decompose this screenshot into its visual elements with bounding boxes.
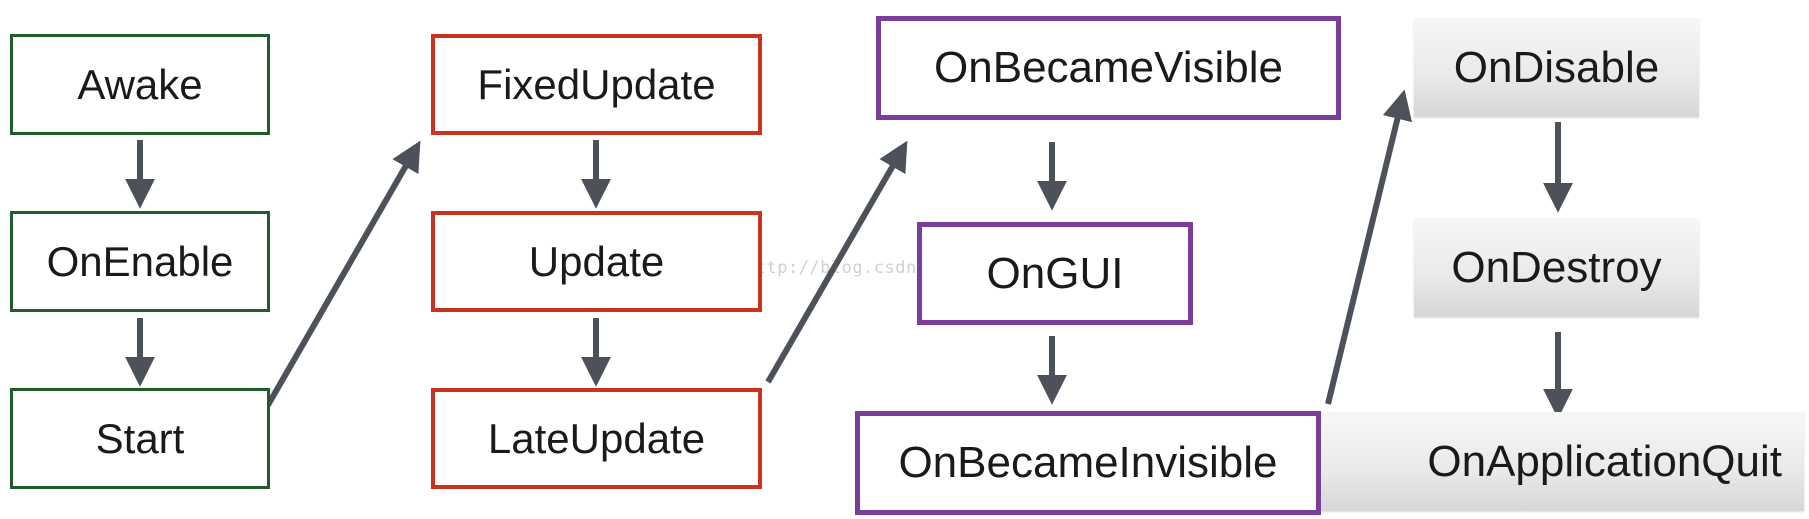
node-ongui: OnGUI	[917, 222, 1193, 325]
node-fixedupdate-label: FixedUpdate	[477, 60, 716, 108]
node-awake: Awake	[10, 34, 270, 135]
node-onbecamevisible-label: OnBecameVisible	[934, 43, 1283, 92]
node-start-label: Start	[95, 414, 185, 462]
node-ondestroy-label: OnDestroy	[1451, 242, 1662, 292]
node-start: Start	[10, 388, 270, 489]
arrow-start-to-fixedupdate	[265, 140, 421, 407]
node-onbecameinvisible-label: OnBecameInvisible	[898, 438, 1278, 487]
node-onenable: OnEnable	[10, 211, 270, 312]
node-update: Update	[431, 211, 762, 312]
node-fixedupdate: FixedUpdate	[431, 34, 762, 135]
node-onbecameinvisible: OnBecameInvisible	[855, 411, 1321, 515]
node-lateupdate-label: LateUpdate	[487, 414, 706, 462]
node-ondisable-label: OnDisable	[1453, 42, 1660, 92]
node-onenable-label: OnEnable	[46, 237, 234, 285]
node-lateupdate: LateUpdate	[431, 388, 762, 489]
node-ongui-label: OnGUI	[986, 248, 1124, 298]
arrow-lateupdate-to-onbecamevisible	[765, 140, 908, 384]
node-onapplicationquit-label: OnApplicationQuit	[1427, 436, 1782, 486]
node-update-label: Update	[528, 237, 665, 285]
node-ondestroy: OnDestroy	[1414, 218, 1699, 317]
node-ondisable: OnDisable	[1414, 18, 1699, 117]
node-onapplicationquit: OnApplicationQuit	[1320, 412, 1804, 511]
node-onbecamevisible: OnBecameVisible	[876, 16, 1341, 120]
arrow-onbecameinvisible-to-ondisable	[1325, 89, 1413, 405]
node-awake-label: Awake	[77, 60, 203, 108]
